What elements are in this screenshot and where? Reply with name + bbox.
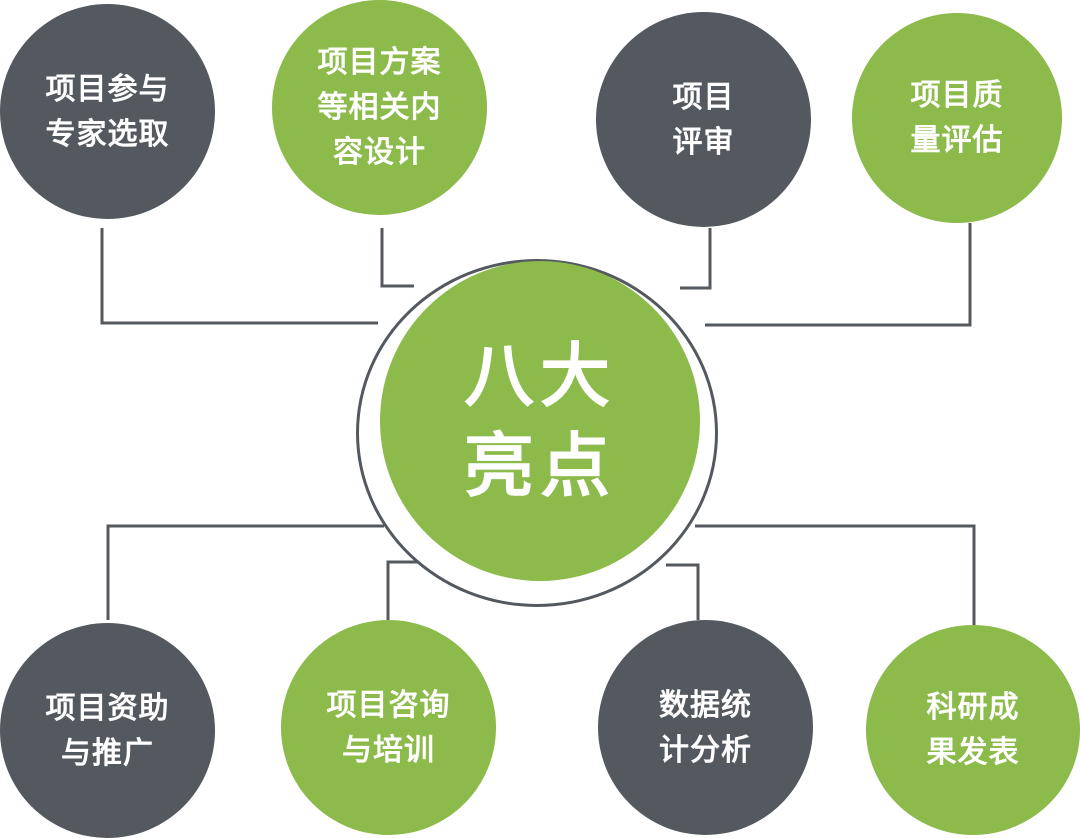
node-label-line: 计分析 xyxy=(659,732,752,768)
center-line-2: 亮点 xyxy=(464,425,616,507)
node-label-line: 项目质 xyxy=(910,78,1004,113)
center-line-1: 八大 xyxy=(464,335,616,417)
node-label-line: 与推广 xyxy=(61,735,154,771)
node-funding-promotion: 项目资助 与推广 xyxy=(0,623,215,838)
node-label-line: 项目方案 xyxy=(317,45,442,80)
node-label-line: 量评估 xyxy=(910,123,1004,158)
connector-n6 xyxy=(386,560,422,620)
connector-n2 xyxy=(380,228,414,288)
node-label-line: 数据统 xyxy=(659,687,752,723)
node-research-publication: 科研成 果发表 xyxy=(866,625,1080,835)
connector-n1 xyxy=(100,228,378,325)
node-label-line: 评审 xyxy=(672,124,735,160)
node-label-line: 项目咨询 xyxy=(326,687,451,723)
node-label-line: 项目 xyxy=(672,79,735,115)
connector-n5 xyxy=(106,524,384,620)
node-label-line: 果发表 xyxy=(926,735,1020,770)
center-hub: 八大 亮点 xyxy=(380,261,700,581)
node-project-review: 项目 评审 xyxy=(596,12,811,227)
node-label-line: 项目参与 xyxy=(45,71,170,107)
connector-n4 xyxy=(705,223,972,327)
connector-n3 xyxy=(680,228,712,290)
node-label-line: 容设计 xyxy=(333,135,426,170)
node-label-line: 与培训 xyxy=(342,732,435,768)
node-label-line: 专家选取 xyxy=(45,116,170,152)
node-statistical-analysis: 数据统 计分析 xyxy=(598,620,813,835)
connector-n7 xyxy=(666,563,700,620)
node-expert-selection: 项目参与 专家选取 xyxy=(0,4,215,219)
node-consulting-training: 项目咨询 与培训 xyxy=(281,620,496,835)
connector-n8 xyxy=(695,524,976,625)
node-quality-assessment: 项目质 量评估 xyxy=(852,13,1062,223)
node-label-line: 科研成 xyxy=(926,690,1020,725)
node-label-line: 等相关内 xyxy=(317,90,442,125)
node-plan-design: 项目方案 等相关内 容设计 xyxy=(272,0,487,215)
node-label-line: 项目资助 xyxy=(45,690,170,726)
